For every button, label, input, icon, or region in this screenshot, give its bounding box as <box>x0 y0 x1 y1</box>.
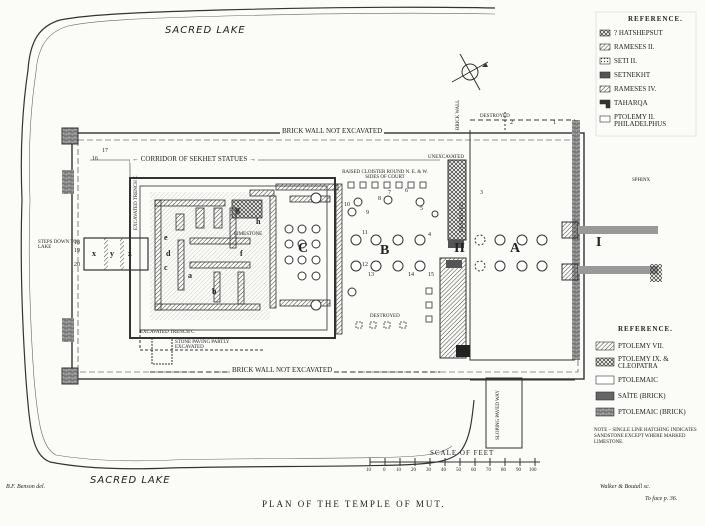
scale-tick: 80 <box>501 468 506 473</box>
scale-tick: 30 <box>426 468 431 473</box>
number-label: 16 <box>92 156 98 162</box>
scale-tick: 10 <box>366 468 371 473</box>
number-label: 18 <box>74 240 80 246</box>
room-y: y <box>110 249 114 258</box>
cloisters-label: RAISED CLOISTER ROUND N. E. & W. SIDES O… <box>342 170 428 180</box>
limestone-label: LIMESTONE <box>234 232 263 237</box>
room-A: A <box>510 241 521 256</box>
credit-right: Walker & Boutall sc. <box>600 484 651 490</box>
corridor-label: ← CORRIDOR OF SEKHET STATUES → <box>130 155 258 163</box>
scale-tick: 20 <box>411 468 416 473</box>
sphinx-label: SPHINX <box>632 178 651 183</box>
legend-seti-ii: SETI II. <box>614 57 637 65</box>
destroyed-side-label: DESTROYED <box>460 202 465 232</box>
room-B: B <box>380 243 390 258</box>
number-label: 1 <box>553 120 556 126</box>
scale-tick: 10 <box>396 468 401 473</box>
scale-tick: 0 <box>383 468 386 473</box>
scale-tick: 50 <box>456 468 461 473</box>
scale-tick: 100 <box>529 468 537 473</box>
outer-enclosure-wall <box>71 132 585 380</box>
legend-saite-brick: SAÏTE (BRICK) <box>618 392 666 400</box>
plan-title: PLAN OF THE TEMPLE OF MUT. <box>262 499 446 509</box>
legend-ptolemy-vii: PTOLEMY VII. <box>618 342 664 350</box>
lake-shoreline-inner <box>28 12 496 462</box>
room-C: C <box>298 241 309 256</box>
destroyed-court-label: DESTROYED <box>370 314 400 319</box>
reference-top-heading: REFERENCE. <box>628 15 683 23</box>
lake-label-top: SACRED LAKE <box>165 25 246 36</box>
destroyed-top-label: DESTROYED <box>480 114 510 119</box>
legend-ptolemaic-brick: PTOLEMAIC (BRICK) <box>618 408 686 416</box>
legend-ptolemy-ix: PTOLEMY IX. & CLEOPATRA <box>618 355 669 370</box>
scale-tick: 40 <box>441 468 446 473</box>
number-label: 14 <box>408 272 414 278</box>
lake-label-bottom: SACRED LAKE <box>90 475 171 486</box>
credit-left: B.F. Benson del. <box>6 484 46 490</box>
number-label: 6 <box>405 188 408 194</box>
legend-note: NOTE – SINGLE LINE HATCHING INDICATES SA… <box>594 428 697 445</box>
legend-rameses-iv: RAMESES IV. <box>614 85 657 93</box>
number-label: 7 <box>388 190 391 196</box>
scale-tick: 70 <box>486 468 491 473</box>
room-g: g <box>236 205 240 214</box>
brick-wall-top-label: BRICK WALL NOT EXCAVATED <box>280 127 385 135</box>
legend-setnekht: SETNEKHT <box>614 71 651 79</box>
room-c: c <box>164 263 168 272</box>
room-I: I <box>596 235 602 250</box>
room-b: b <box>212 287 217 296</box>
room-II: II <box>454 241 465 256</box>
stone-paving-label: STONE PAVING PARTLY EXCAVATED <box>175 340 230 350</box>
reference-bottom-heading: REFERENCE. <box>618 325 673 333</box>
room-h: h <box>256 217 261 226</box>
room-f: f <box>240 249 243 258</box>
number-label: 3 <box>480 190 483 196</box>
legend-ptolemaic: PTOLEMAIC <box>618 376 658 384</box>
number-label: 8 <box>378 196 381 202</box>
number-label: 15 <box>428 272 434 278</box>
number-label: 10 <box>344 202 350 208</box>
scale-tick: 90 <box>516 468 521 473</box>
number-label: 17 <box>102 148 108 154</box>
number-label: 5 <box>420 206 423 212</box>
gateway-xyz <box>83 237 149 271</box>
number-label: 12 <box>362 262 368 268</box>
compass <box>451 53 489 91</box>
legend-taharqa: TAHARQA <box>614 99 648 107</box>
number-label: 4 <box>428 232 431 238</box>
room-z: z <box>128 249 132 258</box>
room-a: a <box>188 271 192 280</box>
room-d: d <box>166 249 171 258</box>
unexcavated-label: UNEXCAVATED <box>428 155 464 160</box>
temple-inner-block <box>129 177 336 339</box>
scale-tick: 60 <box>471 468 476 473</box>
excavated-trench-side-label: EXCAVATED TRENCH C <box>134 175 139 230</box>
brick-wall-bottom-label: BRICK WALL NOT EXCAVATED <box>230 366 335 374</box>
number-label: 2 <box>510 120 513 126</box>
number-label: 20 <box>74 262 80 268</box>
number-label: 13 <box>368 272 374 278</box>
sloping-way-label: SLOPING PAVED WAY <box>496 389 501 440</box>
scale-label: SCALE OF FEET <box>430 449 495 457</box>
number-label: 19 <box>74 248 80 254</box>
face-page: To face p. 36. <box>645 496 678 502</box>
room-x: x <box>92 249 96 258</box>
number-label: 9 <box>366 210 369 216</box>
legend-ptolemy-ii: PTOLEMY II. PHILADELPHUS <box>614 113 667 128</box>
brick-wall-right-label: BRICK WALL <box>456 99 461 130</box>
legend-rameses-ii: RAMESES II. <box>614 43 655 51</box>
room-e: e <box>164 233 168 242</box>
excavated-trench-c-label: EXCAVATED TRENCH C <box>140 330 195 335</box>
legend-hatshepsut: ? HATSHEPSUT <box>614 29 663 37</box>
steps-label: STEPS DOWN TO LAKE <box>38 240 77 250</box>
scale-bar <box>369 458 540 466</box>
number-label: 11 <box>362 230 368 236</box>
